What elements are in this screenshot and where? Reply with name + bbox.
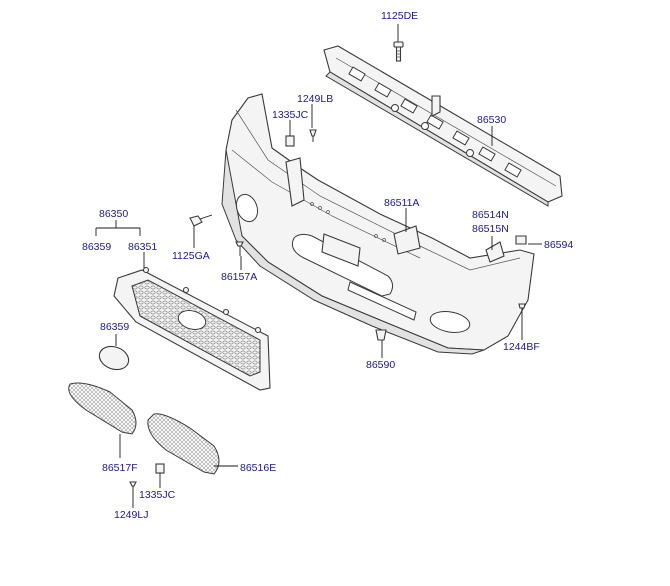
label-1335jc-top[interactable]: 1335JC xyxy=(272,109,309,121)
label-1244bf[interactable]: 1244BF xyxy=(503,341,540,353)
label-86157a[interactable]: 86157A xyxy=(221,271,258,283)
bolt-1125ga-icon[interactable] xyxy=(189,214,213,227)
bolt-1125de-icon[interactable] xyxy=(393,41,404,62)
label-86350[interactable]: 86350 xyxy=(99,208,129,220)
label-1249lj[interactable]: 1249LJ xyxy=(114,509,149,521)
grille-mesh-left[interactable] xyxy=(68,382,137,435)
leader-lines xyxy=(95,24,542,508)
screw-86157a-icon[interactable] xyxy=(235,241,244,256)
label-1335jc-bottom[interactable]: 1335JC xyxy=(139,489,176,501)
screw-1249lj-icon[interactable] xyxy=(129,481,137,494)
label-86359-b[interactable]: 86359 xyxy=(100,321,130,333)
front-bumper-cover[interactable] xyxy=(221,93,535,355)
clip-86594-icon[interactable] xyxy=(515,235,527,245)
label-86590[interactable]: 86590 xyxy=(366,359,396,371)
label-86359-a[interactable]: 86359 xyxy=(82,241,112,253)
label-86515n[interactable]: 86515N xyxy=(472,223,509,235)
label-86516e[interactable]: 86516E xyxy=(240,462,277,474)
bumper-reinforcement-beam[interactable] xyxy=(323,45,563,207)
label-86517f[interactable]: 86517F xyxy=(102,462,138,474)
clip-1335jc-bottom-icon[interactable] xyxy=(155,463,165,474)
emblem-86359-icon[interactable] xyxy=(96,343,132,374)
label-1249lb[interactable]: 1249LB xyxy=(297,93,334,105)
clip-86590-icon[interactable] xyxy=(375,329,387,341)
label-86514n[interactable]: 86514N xyxy=(472,209,509,221)
label-86530[interactable]: 86530 xyxy=(477,114,507,126)
screw-1249lb-icon[interactable] xyxy=(309,129,317,142)
bracket-86514n-icon[interactable] xyxy=(485,241,505,263)
label-86594[interactable]: 86594 xyxy=(544,239,574,251)
radiator-grille-assembly[interactable] xyxy=(113,266,271,391)
label-86511a[interactable]: 86511A xyxy=(384,197,420,209)
label-1125ga[interactable]: 1125GA xyxy=(172,250,210,262)
label-1125de[interactable]: 1125DE xyxy=(381,10,419,22)
clip-1335jc-top-icon[interactable] xyxy=(285,135,295,147)
grille-mesh-right[interactable] xyxy=(147,413,220,475)
screw-1244bf-icon[interactable] xyxy=(518,303,526,320)
label-86351[interactable]: 86351 xyxy=(128,241,158,253)
